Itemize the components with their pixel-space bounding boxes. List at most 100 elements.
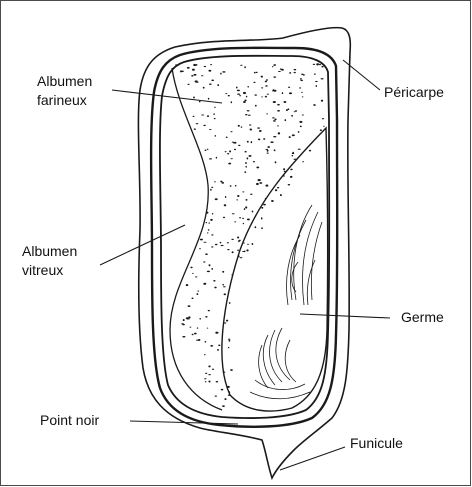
stipple-dot [243, 223, 244, 225]
stipple-dot [186, 317, 189, 319]
stipple-dot [203, 261, 206, 262]
stipple-dot [182, 336, 185, 337]
stipple-dot [270, 141, 273, 143]
stipple-dot [228, 394, 231, 396]
stipple-dot [321, 100, 323, 102]
stipple-dot [227, 249, 229, 250]
stipple-dot [283, 175, 284, 177]
stipple-dot [273, 64, 275, 65]
stipple-dot [226, 320, 228, 322]
label-albumen-farineux-2: farineux [37, 91, 87, 110]
stipple-dot [251, 141, 253, 143]
stipple-dot [205, 316, 208, 317]
stipple-dot [188, 305, 191, 307]
stipple-dot [301, 92, 302, 93]
stipple-dot [181, 71, 184, 72]
stipple-dot [256, 72, 258, 73]
stipple-dot [213, 280, 215, 282]
stipple-dot [210, 189, 212, 191]
stipple-dot [320, 129, 322, 131]
stipple-dot [246, 249, 248, 251]
stipple-dot [294, 69, 297, 71]
stipple-dot [208, 70, 211, 72]
stipple-dot [195, 276, 198, 277]
stipple-dot [186, 284, 189, 286]
stipple-dot [211, 246, 213, 247]
stipple-dot [224, 322, 226, 323]
stipple-dot [224, 293, 226, 295]
stipple-dot [284, 171, 286, 172]
stipple-dot [237, 249, 239, 251]
stipple-dot [227, 153, 229, 154]
stipple-dot [319, 64, 321, 65]
stipple-dot [220, 242, 222, 244]
stipple-dot [290, 169, 292, 171]
stipple-dot [246, 96, 247, 98]
stipple-dot [196, 123, 199, 124]
stipple-dot [316, 63, 319, 65]
label-point-noir: Point noir [40, 411, 99, 430]
stipple-dot [247, 157, 249, 159]
stipple-dot [245, 199, 247, 201]
stipple-dot [191, 297, 193, 299]
stipple-dot [274, 119, 276, 121]
stipple-dot [245, 206, 247, 208]
leader-albumen-vitreux [100, 225, 185, 265]
stipple-dot [256, 166, 259, 168]
stipple-dot [253, 82, 255, 83]
stipple-dot [250, 128, 253, 130]
stipple-dot [233, 142, 235, 143]
stipple-dot [194, 74, 197, 76]
stipple-dot [226, 137, 228, 139]
stipple-dot [217, 349, 219, 351]
stipple-dot [239, 240, 241, 242]
stipple-dot [252, 210, 254, 212]
stipple-dot [284, 101, 287, 103]
stipple-dot [231, 274, 233, 275]
stipple-dot [208, 98, 210, 100]
stipple-dot [273, 76, 276, 77]
stipple-dot [225, 196, 227, 198]
stipple-dot [200, 239, 203, 241]
stipple-dot [205, 253, 208, 255]
albumen-stippling [175, 63, 325, 407]
stipple-dot [194, 333, 197, 335]
stipple-dot [228, 163, 231, 165]
stipple-dot [228, 339, 230, 340]
germ-texture [250, 205, 322, 399]
stipple-dot [277, 125, 279, 126]
stipple-dot [242, 191, 244, 192]
vitreous-albumen-boundary [170, 68, 222, 410]
stipple-dot [247, 86, 249, 88]
stipple-dot [265, 198, 267, 199]
stipple-dot [284, 119, 286, 121]
stipple-dot [245, 114, 248, 115]
stipple-dot [201, 114, 204, 115]
stipple-dot [208, 223, 210, 224]
label-albumen-farineux-1: Albumen [37, 72, 92, 91]
stipple-dot [271, 200, 274, 202]
stipple-dot [205, 341, 207, 343]
stipple-dot [294, 111, 296, 112]
stipple-dot [203, 283, 206, 285]
stipple-dot [203, 242, 206, 243]
stipple-dot [216, 381, 218, 382]
stipple-dot [193, 97, 195, 99]
stipple-dot [245, 166, 247, 168]
leader-germe [300, 314, 390, 318]
stipple-dot [204, 354, 206, 355]
stipple-dot [248, 115, 251, 116]
stipple-dot [322, 118, 324, 119]
stipple-dot [223, 371, 226, 372]
stipple-dot [274, 90, 277, 92]
stipple-dot [237, 93, 240, 94]
stipple-dot [259, 182, 262, 184]
stipple-dot [267, 150, 269, 152]
stipple-dot [193, 64, 196, 66]
stipple-dot [300, 78, 302, 80]
stipple-dot [201, 75, 203, 76]
stipple-dot [191, 75, 193, 77]
stipple-dot [229, 391, 231, 393]
stipple-dot [210, 345, 213, 347]
stipple-dot [299, 87, 301, 88]
